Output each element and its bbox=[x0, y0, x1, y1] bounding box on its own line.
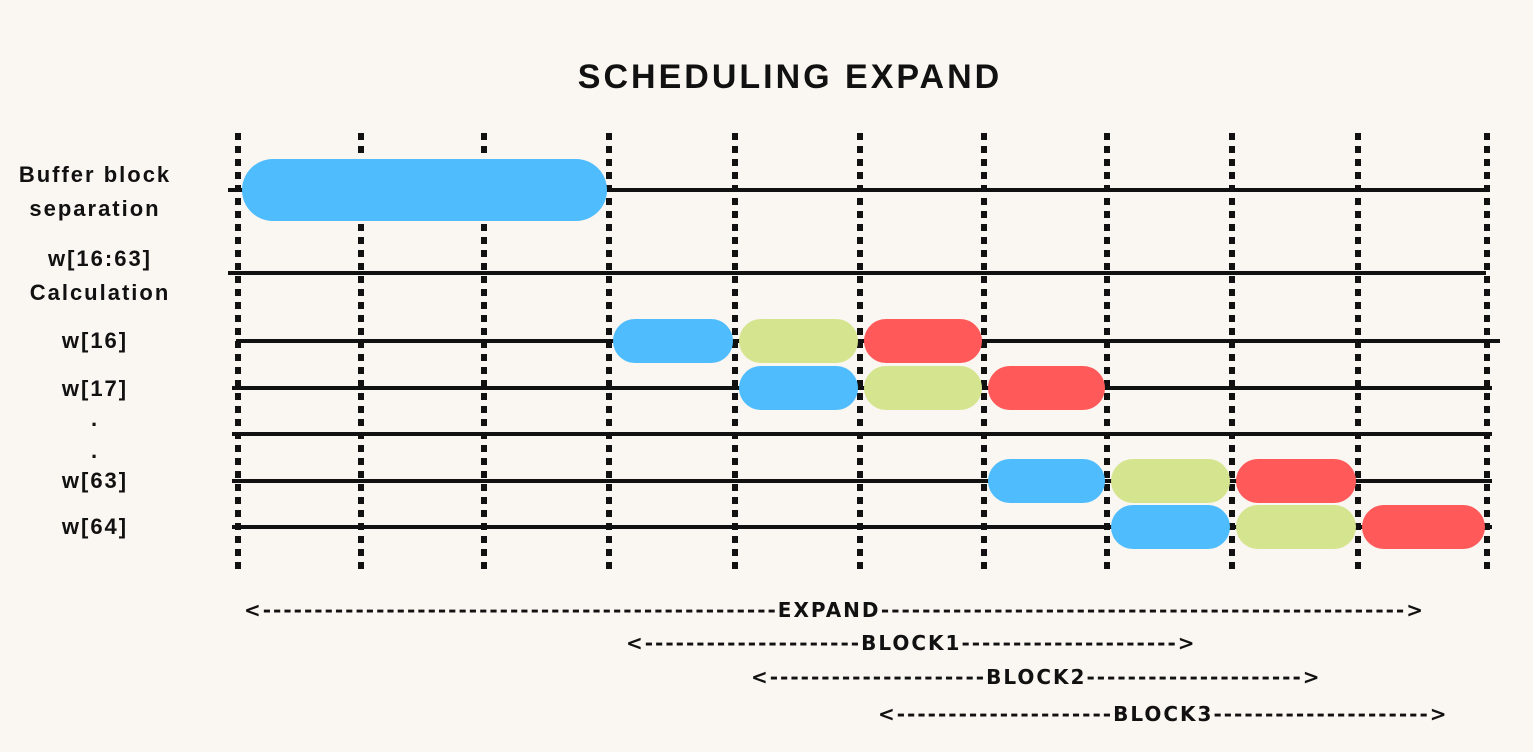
bar-w63-green bbox=[1111, 459, 1230, 503]
label-ellipsis-2: . bbox=[90, 438, 100, 463]
label-buffer-line2: separation bbox=[29, 196, 161, 221]
label-w16: w[16] bbox=[61, 328, 129, 353]
bar-w64-blue bbox=[1111, 505, 1230, 549]
label-w63: w[63] bbox=[61, 468, 129, 493]
label-calc-line2: Calculation bbox=[29, 280, 171, 305]
schedule-bars bbox=[242, 159, 1485, 549]
bar-w17-green bbox=[864, 366, 982, 410]
label-buffer-line1: Buffer block bbox=[18, 162, 172, 187]
diagram-title: SCHEDULING EXPAND bbox=[577, 58, 1003, 96]
span-block3: <---------------------BLOCK3------------… bbox=[878, 702, 1449, 726]
span-block2: <---------------------BLOCK2------------… bbox=[751, 665, 1322, 689]
bar-w16-green bbox=[739, 319, 858, 363]
label-w17: w[17] bbox=[61, 376, 129, 401]
bar-w17-red bbox=[988, 366, 1105, 410]
span-expand: <---------------------------------------… bbox=[244, 598, 1425, 622]
bar-w64-red bbox=[1362, 505, 1485, 549]
bar-w16-red bbox=[864, 319, 982, 363]
label-ellipsis-1: . bbox=[90, 406, 100, 431]
bar-w64-green bbox=[1236, 505, 1356, 549]
bar-w17-blue bbox=[739, 366, 858, 410]
span-block1: <---------------------BLOCK1------------… bbox=[626, 631, 1197, 655]
bar-w63-blue bbox=[988, 459, 1105, 503]
time-slot-dividers bbox=[235, 133, 1490, 573]
label-calc-line1: w[16:63] bbox=[47, 246, 153, 271]
bar-w16-blue bbox=[613, 319, 733, 363]
bar-buffer-blue bbox=[242, 159, 607, 221]
label-w64: w[64] bbox=[61, 514, 129, 539]
bar-w63-red bbox=[1236, 459, 1356, 503]
